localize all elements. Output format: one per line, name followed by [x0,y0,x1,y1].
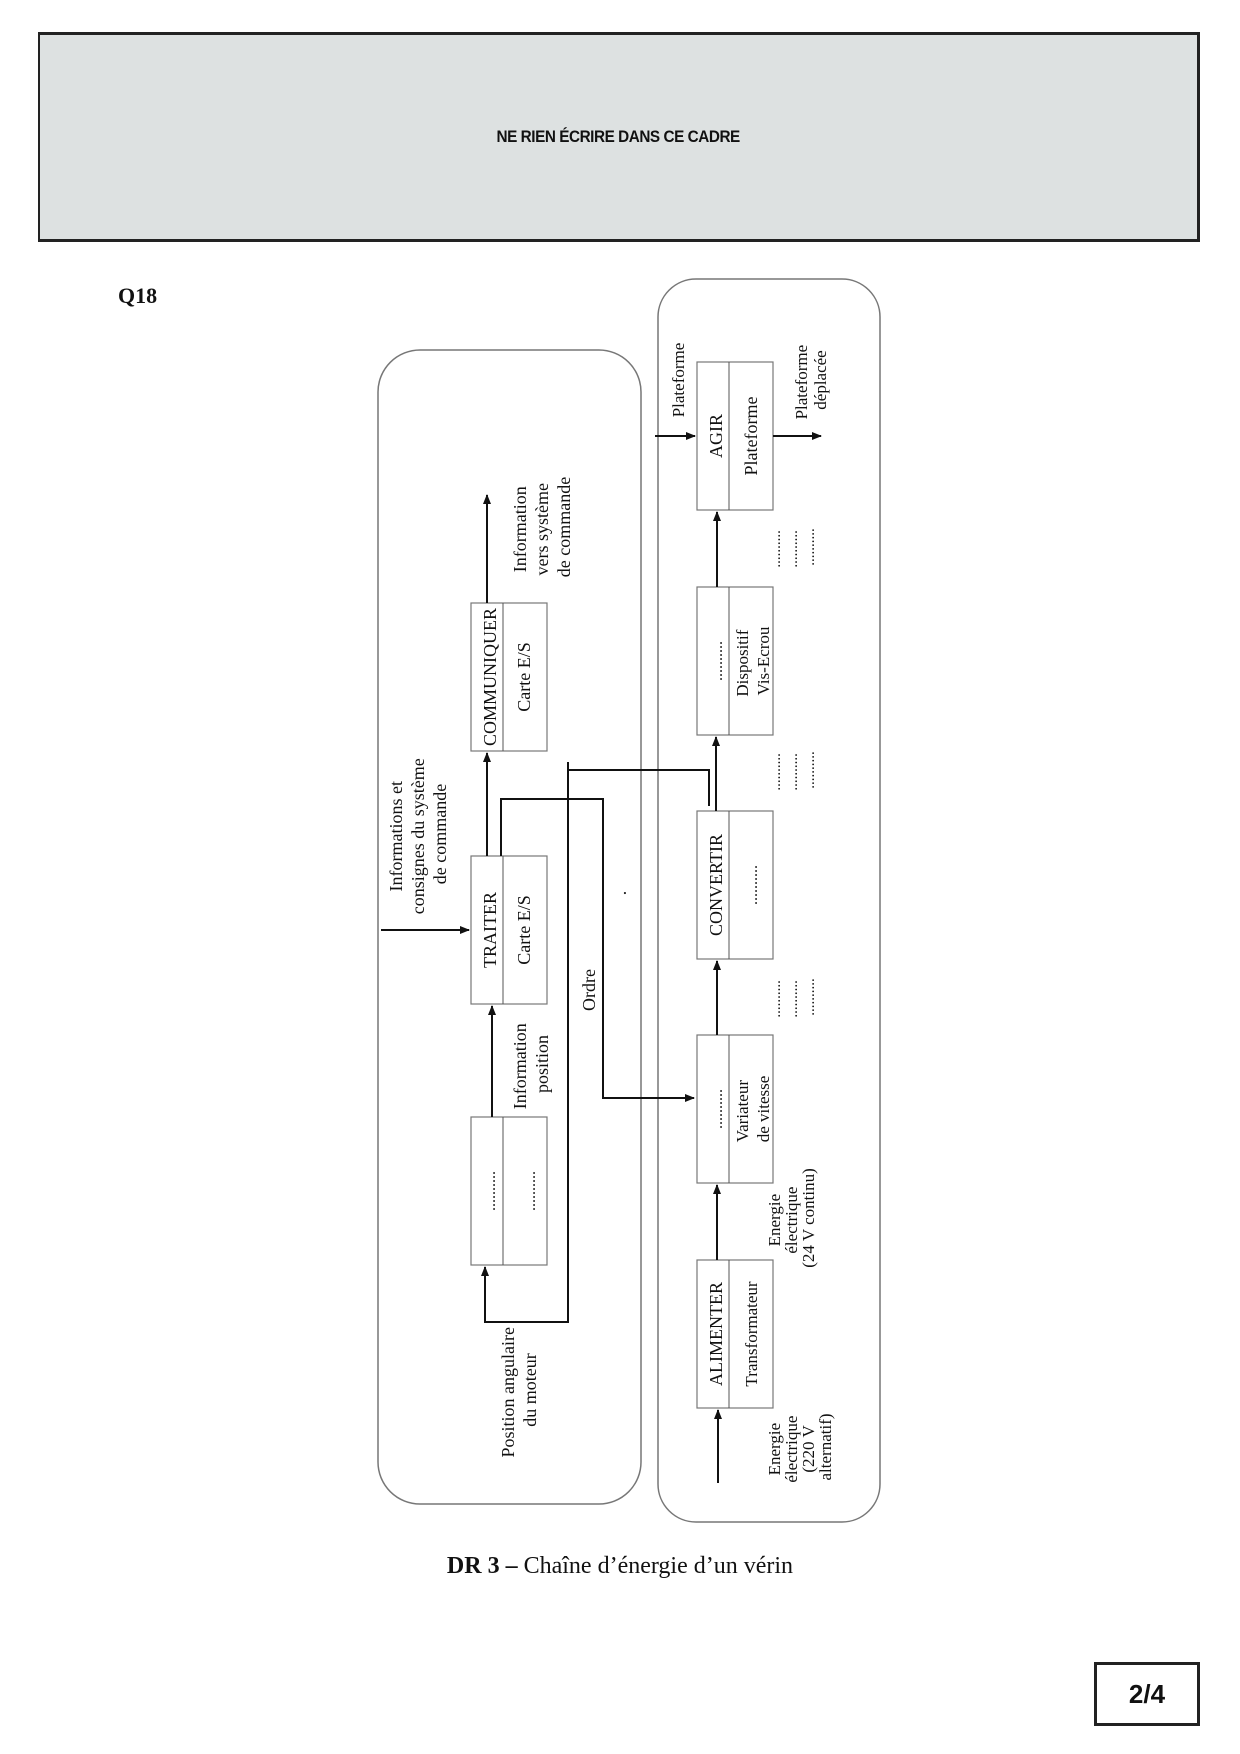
label-matiere-entree: Plateforme [669,343,688,418]
label-matiere-sortie-line1: Plateforme [792,345,811,420]
page-number: 2/4 [1094,1662,1200,1726]
label-energie-220v-line2: électrique [782,1416,801,1483]
label-consignes: Informations et consignes du système de … [386,754,450,914]
block-distribuer: .......... Variateur de vitesse [696,1034,774,1184]
block-transmettre-component-line1: Dispositif [733,629,752,696]
block-traiter: TRAITER Carte E/S [470,855,548,1005]
label-position-angulaire-line2: du moteur [520,1353,540,1427]
block-distribuer-component-line1: Variateur [733,1080,752,1143]
arrow-ordre [500,798,695,1102]
block-agir-component: Plateforme [741,397,761,476]
blank-energy-after-variateur-line1: .......... [768,980,784,1018]
label-energie-24v-line3: (24 V continu) [799,1168,818,1267]
label-energie-220v-line4: alternatif) [816,1413,835,1480]
block-alimenter-component: Transformateur [742,1281,761,1386]
blank-energy-after-visecrou-line2: .......... [785,530,801,568]
block-transmettre: .......... Dispositif Vis-Ecrou [696,586,774,736]
block-traiter-component: Carte E/S [514,895,534,965]
information-chain-frame [377,349,642,1505]
block-acquerir-function: .......... [482,1171,499,1211]
block-communiquer-component: Carte E/S [514,642,534,712]
label-consignes-line2: consignes du système [408,758,428,914]
label-energie-24v-line2: électrique [782,1187,801,1254]
label-dot: . [610,891,630,896]
blank-energy-after-visecrou-line3: .......... [802,528,818,566]
label-consignes-line3: de commande [430,784,450,884]
block-distribuer-function: .......... [709,1089,726,1129]
block-alimenter: ALIMENTER Transformateur [696,1259,774,1409]
label-position-angulaire: Position angulaire du moteur [498,1323,540,1458]
label-ordre: Ordre [579,969,599,1011]
block-distribuer-component: Variateur de vitesse [733,1076,773,1143]
block-alimenter-function: ALIMENTER [706,1282,726,1386]
blank-energy-after-convertir-line1: .......... [768,753,784,791]
label-information-position-line1: Information [510,1023,530,1109]
label-information-sortie: Information vers système de commande [510,477,574,577]
do-not-write-notice: NE RIEN ÉCRIRE DANS CE CADRE [496,127,741,146]
caption-reference: DR 3 – [446,1553,518,1579]
blank-energy-after-convertir: .......... .......... .......... [768,749,818,790]
blank-energy-after-variateur-line3: .......... [802,978,818,1016]
figure-caption: DR 3 – Chaîne d’énergie d’un vérin [0,1553,1240,1580]
block-distribuer-component-line2: de vitesse [754,1076,773,1143]
block-transmettre-function: .......... [709,641,726,681]
blank-energy-after-variateur: .......... .......... .......... [768,976,818,1017]
block-convertir: CONVERTIR .......... [696,810,774,960]
line-convertir-to-capteur [568,769,710,806]
label-energie-24v-line1: Energie [765,1194,784,1247]
block-transmettre-component-line2: Vis-Ecrou [754,626,773,695]
label-energie-220v-line3: (220 V [799,1425,818,1473]
label-information-sortie-line2: vers système [532,483,552,575]
label-energie-24v: Energie électrique (24 V continu) [765,1168,818,1267]
label-position-angulaire-line1: Position angulaire [498,1327,518,1457]
block-communiquer-function: COMMUNIQUER [480,608,500,746]
blank-energy-after-variateur-line2: .......... [785,980,801,1018]
block-agir: AGIR Plateforme [696,361,774,511]
arrow-position-angulaire [481,762,569,1323]
question-label: Q18 [118,283,158,308]
label-information-sortie-line3: de commande [554,477,574,577]
block-convertir-function: CONVERTIR [706,834,726,936]
blank-energy-after-convertir-line2: .......... [785,753,801,791]
blank-energy-after-convertir-line3: .......... [802,751,818,789]
label-matiere-sortie: Plateforme déplacée [792,341,830,420]
block-acquerir-component: .......... [522,1171,539,1211]
block-transmettre-component: Dispositif Vis-Ecrou [733,625,773,696]
block-acquerir: .......... .......... [470,1116,548,1266]
blank-energy-after-visecrou-line1: .......... [768,530,784,568]
label-information-sortie-line1: Information [510,486,530,572]
energy-chain-frame [657,278,881,1523]
caption-title: Chaîne d’énergie d’un vérin [517,1553,794,1579]
do-not-write-frame: NE RIEN ÉCRIRE DANS CE CADRE [38,32,1200,242]
label-consignes-line1: Informations et [386,781,406,891]
label-information-position-line2: position [532,1035,552,1093]
blank-energy-after-visecrou: .......... .......... .......... [768,526,818,567]
block-communiquer: COMMUNIQUER Carte E/S [470,602,548,752]
label-energie-220v-line1: Energie [765,1423,784,1476]
block-convertir-component: .......... [744,865,761,905]
label-energie-220v: Energie électrique (220 V alternatif) [765,1411,835,1482]
label-information-position: Information position [510,1019,552,1109]
label-matiere-sortie-line2: déplacée [811,350,830,409]
block-traiter-function: TRAITER [480,892,500,968]
block-agir-function: AGIR [706,414,726,458]
